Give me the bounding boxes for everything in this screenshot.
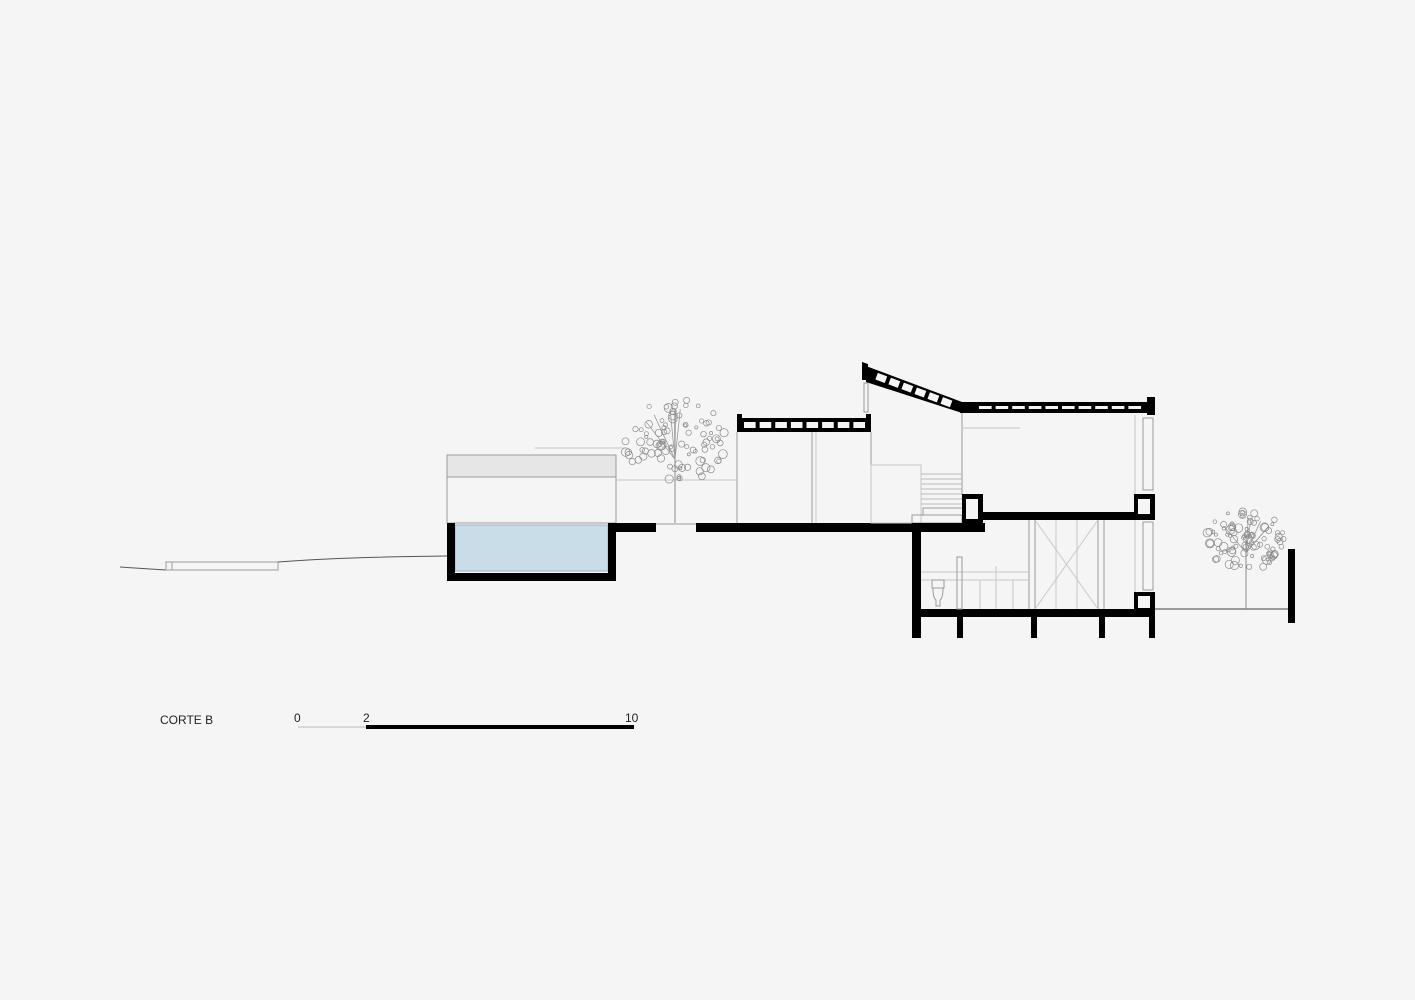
- toilet-icon: [931, 579, 945, 607]
- terrain-left: [119, 555, 448, 571]
- roof-void: [888, 377, 901, 388]
- scale-label-10: 10: [625, 711, 639, 725]
- roof-void: [806, 422, 819, 428]
- pool-pavilion: [446, 447, 737, 524]
- roof-void: [995, 406, 1009, 409]
- upper-volume: [862, 362, 1155, 592]
- scale-label-2: 2: [363, 711, 370, 725]
- roof-void: [927, 392, 940, 403]
- roof-void: [853, 422, 865, 428]
- scale-label-0: 0: [294, 711, 301, 725]
- roof-void: [914, 387, 927, 398]
- roof-slab: [740, 418, 871, 432]
- roof-void: [1062, 406, 1075, 409]
- roof-void: [940, 397, 953, 408]
- ground-slab: [696, 523, 985, 532]
- roof-void: [1012, 406, 1025, 409]
- roof-void: [901, 382, 914, 393]
- terrain-right: [1155, 549, 1295, 623]
- roof-void: [1028, 406, 1042, 409]
- staircase: [870, 464, 964, 524]
- roof-void: [790, 422, 803, 428]
- roof-void: [1045, 406, 1058, 409]
- roof-void: [744, 422, 756, 428]
- roof-slab: [975, 402, 1147, 413]
- left-volume: [736, 414, 872, 523]
- pool: [447, 523, 656, 581]
- roof-void: [875, 372, 888, 383]
- roof-void: [1111, 406, 1125, 409]
- roof-void: [1078, 406, 1092, 409]
- roof-void: [1095, 406, 1108, 409]
- roof-void: [775, 422, 787, 428]
- basement: [912, 519, 1155, 638]
- drawing-title: CORTE B: [160, 713, 213, 727]
- scale-bar: 0 2 10: [294, 711, 639, 729]
- tree-icon: [621, 396, 729, 523]
- tree-icon: [1202, 507, 1287, 609]
- roof-void: [979, 406, 992, 409]
- roof-void: [822, 422, 834, 428]
- roof-void: [759, 422, 772, 428]
- roof-void: [1128, 406, 1141, 409]
- roof-void: [837, 422, 850, 428]
